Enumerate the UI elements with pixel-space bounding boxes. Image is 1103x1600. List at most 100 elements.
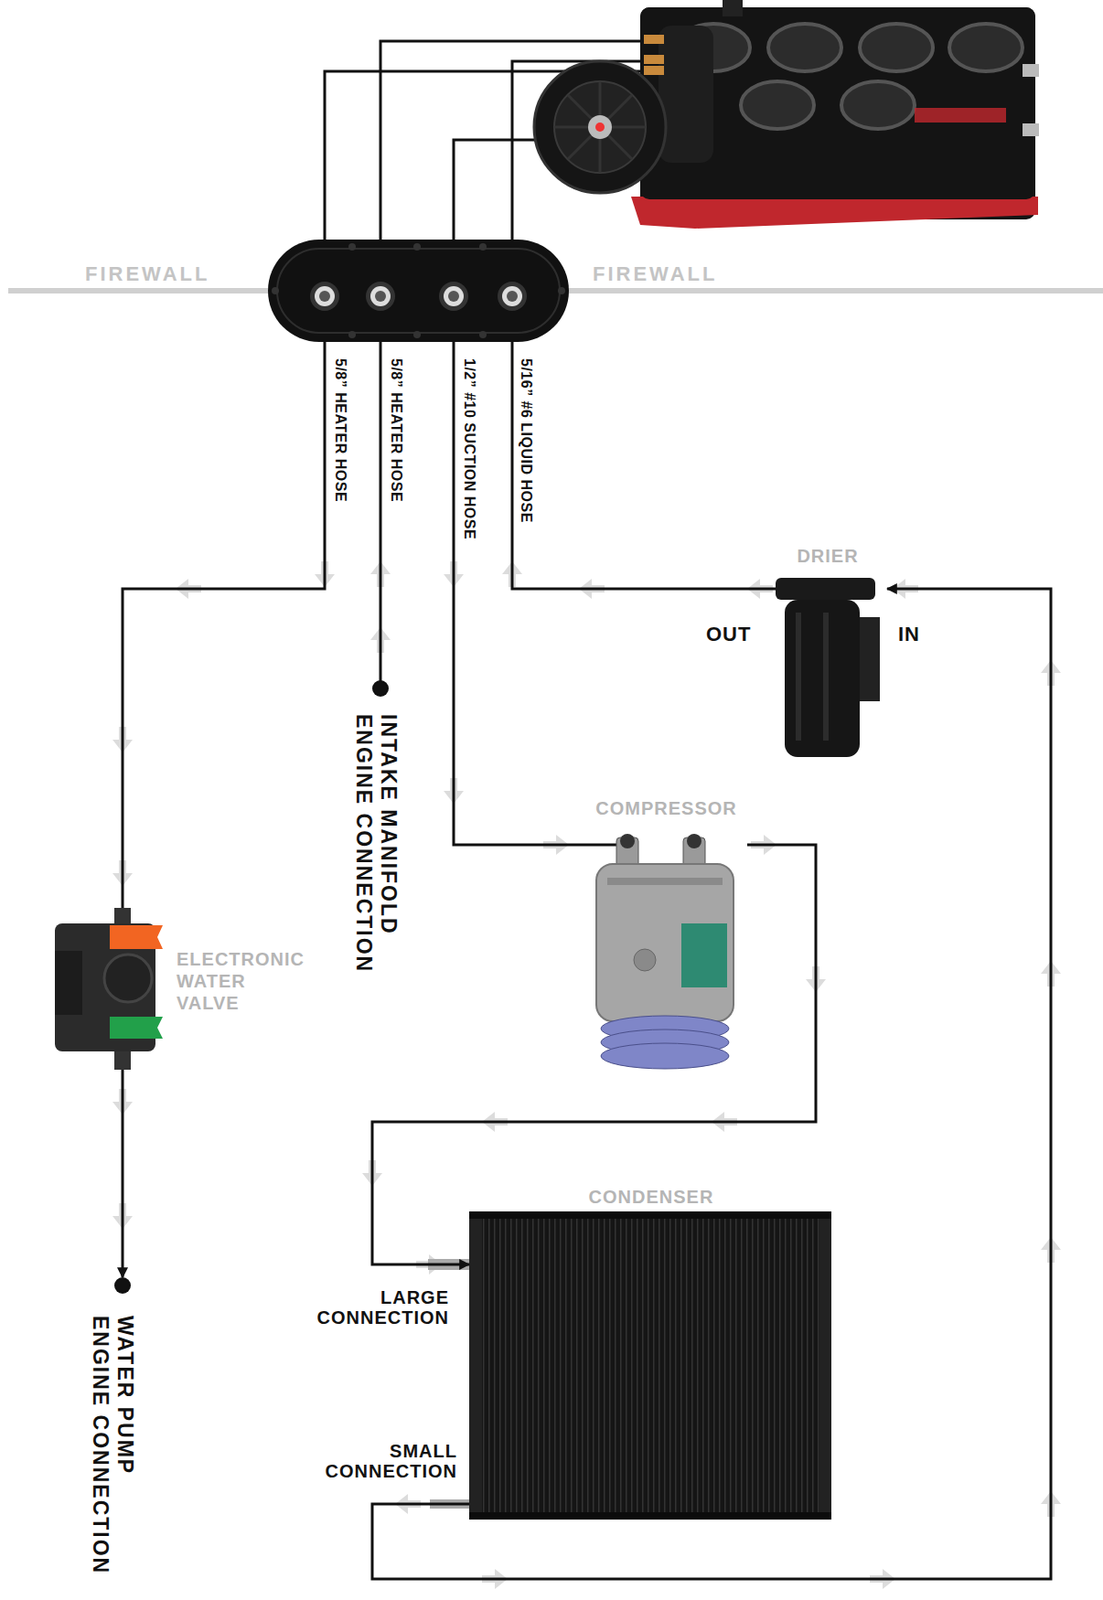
component-title: CONDENSER [469, 1186, 834, 1209]
bulkhead-plate [506, 290, 518, 302]
port-label: IN [898, 622, 921, 647]
hose-label-box: 1/2” #10 SUCTION HOSE [460, 358, 479, 540]
evaporator-unit [588, 115, 612, 140]
evaporator-unit [640, 7, 1036, 200]
water-valve-picture [109, 925, 163, 950]
drier-picture [823, 612, 829, 741]
bulkhead-plate [277, 248, 560, 333]
condenser-picture [428, 1211, 832, 1521]
evaporator-unit [914, 107, 1007, 123]
bulkhead-plate [365, 281, 396, 311]
component-title: ELECTRONIC WATER VALVE [176, 948, 305, 1015]
drier-node: DRIER [768, 545, 888, 764]
port-label: OUT [706, 622, 751, 647]
condenser-picture [469, 1512, 832, 1521]
bulkhead-plate [310, 281, 340, 311]
hose-label: 5/8” HEATER HOSE [331, 358, 350, 503]
bulkhead-plate [314, 286, 335, 307]
drier-picture [784, 599, 860, 758]
bulkhead-plate [557, 287, 566, 295]
bulkhead-plate [348, 243, 356, 251]
bulkhead-plate [319, 290, 331, 302]
evaporator-unit [554, 81, 646, 173]
hose-line [453, 139, 549, 240]
firewall-label-box: FIREWALL [85, 262, 210, 287]
evaporator-unit [722, 0, 743, 17]
hose-line [512, 342, 778, 589]
bulkhead-plate [448, 290, 460, 302]
hose-label-box: 5/16” #6 LIQUID HOSE [517, 358, 536, 524]
bulkhead-plate [271, 287, 279, 295]
condenser-picture [469, 1211, 482, 1521]
compressor-picture [596, 834, 734, 1070]
compressor-picture [620, 834, 635, 849]
bulkhead-plate [497, 281, 527, 311]
evaporator-unit [859, 23, 933, 72]
bulkhead-plate [374, 290, 386, 302]
bulkhead-plate [413, 243, 421, 251]
hose-label-box: 5/8” HEATER HOSE [331, 358, 350, 503]
bulkhead-plate [439, 281, 469, 311]
hose-line [379, 342, 383, 682]
connection-text: ENGINE CONNECTION [87, 1316, 113, 1575]
compressor-picture [600, 1043, 729, 1070]
evaporator-unit [1022, 123, 1039, 137]
bulkhead-plate [479, 243, 487, 251]
connection-dot [114, 1277, 131, 1295]
bulkhead-plate [502, 286, 523, 307]
component-title: COMPRESSOR [585, 797, 748, 820]
hose-line [122, 342, 325, 909]
water-valve-picture [54, 951, 83, 1016]
condenser-picture [818, 1211, 832, 1521]
component-title: DRIER [768, 545, 888, 568]
evaporator-unit [768, 23, 842, 72]
evaporator-unit [640, 7, 1036, 220]
evaporator-unit [631, 196, 1039, 229]
bulkhead-plate [348, 331, 356, 339]
evaporator-unit [841, 81, 915, 129]
evaporator-unit [658, 25, 714, 163]
evaporator-unit [949, 23, 1023, 72]
firewall-label: FIREWALL [592, 262, 718, 287]
hose-line [324, 71, 654, 240]
evaporator-unit [643, 54, 664, 65]
water-valve-picture [54, 908, 163, 1071]
evaporator-unit [643, 34, 664, 44]
flow-arrow [112, 561, 1061, 1590]
bulkhead-plate [267, 239, 569, 343]
compressor-picture [633, 949, 656, 972]
hose-line [453, 342, 622, 846]
rotated-text-group: INTAKE MANIFOLDENGINE CONNECTION [351, 714, 401, 974]
water-valve-picture [104, 954, 152, 1003]
hose-label: 5/8” HEATER HOSE [387, 358, 406, 503]
drier-picture [795, 612, 802, 741]
evaporator-unit [595, 122, 605, 132]
connection-label-box: LARGE CONNECTION [317, 1287, 450, 1328]
engine-connection: INTAKE MANIFOLDENGINE CONNECTION [345, 680, 403, 992]
compressor-node: COMPRESSOR [585, 797, 748, 1075]
evaporator-unit [643, 65, 664, 75]
drier-picture [775, 578, 876, 600]
drier-picture [859, 617, 880, 702]
connection-label: SMALL CONNECTION [325, 1441, 458, 1482]
rotated-text-group: WATER PUMPENGINE CONNECTION [87, 1316, 138, 1575]
hose-connector [372, 588, 1051, 1580]
connection-label-box: SMALL CONNECTION [325, 1441, 458, 1482]
evaporator-unit [1022, 64, 1039, 77]
water-valve-picture [114, 1051, 131, 1071]
evaporator-unit [534, 0, 1039, 229]
bulkhead-plate [267, 239, 569, 343]
condenser-node: CONDENSER [469, 1186, 834, 1521]
connection-dot [372, 680, 389, 697]
condenser-picture [469, 1211, 832, 1521]
firewall-label: FIREWALL [85, 262, 210, 287]
drier-picture [775, 578, 880, 758]
hose-label-box: 5/8” HEATER HOSE [387, 358, 406, 503]
connection-text: WATER PUMP [112, 1316, 138, 1575]
port-label-box: IN [898, 622, 921, 647]
port-label-box: OUT [706, 622, 751, 647]
